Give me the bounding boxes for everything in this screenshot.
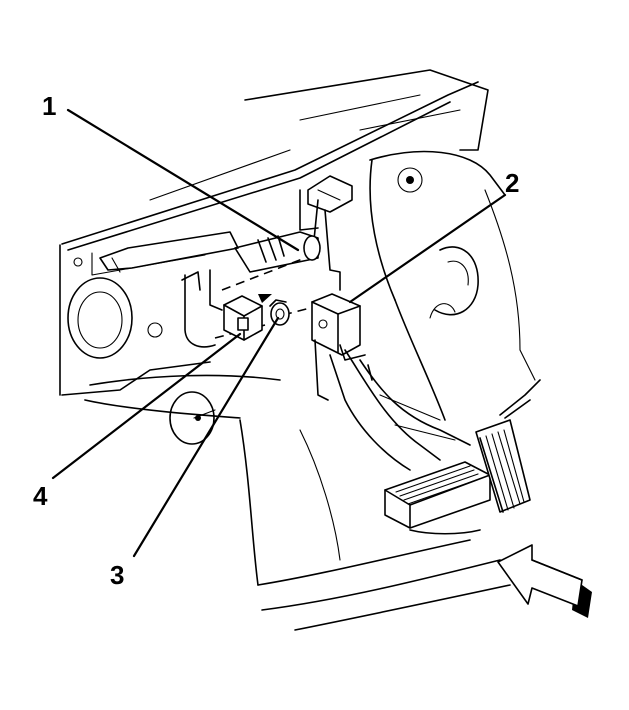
accelerator-pedal [475, 379, 541, 513]
upper-bracket [299, 175, 353, 291]
retainer-clip [223, 295, 263, 341]
callout-2: 2 [505, 168, 519, 198]
brake-pedal-pad [384, 461, 491, 529]
dash-panel [59, 69, 489, 396]
callout-3: 3 [110, 560, 124, 590]
callout-1: 1 [42, 91, 56, 121]
leader-line-2 [348, 193, 507, 304]
callout-4: 4 [33, 481, 48, 511]
leader-line-4 [51, 332, 242, 480]
switch-bushing [269, 299, 290, 326]
stop-lamp-switch [311, 293, 366, 361]
callouts: 1 2 3 4 [33, 91, 519, 590]
leader-lines [51, 108, 507, 558]
speaker-opening [67, 257, 163, 359]
firewall [369, 150, 536, 421]
brake-pedal-shaft [181, 231, 321, 348]
leader-line-3 [132, 316, 280, 558]
view-direction-arrow-icon [497, 544, 592, 618]
leader-line-1 [66, 108, 300, 252]
pedal-arm [314, 339, 471, 471]
floor-pan [84, 374, 511, 631]
